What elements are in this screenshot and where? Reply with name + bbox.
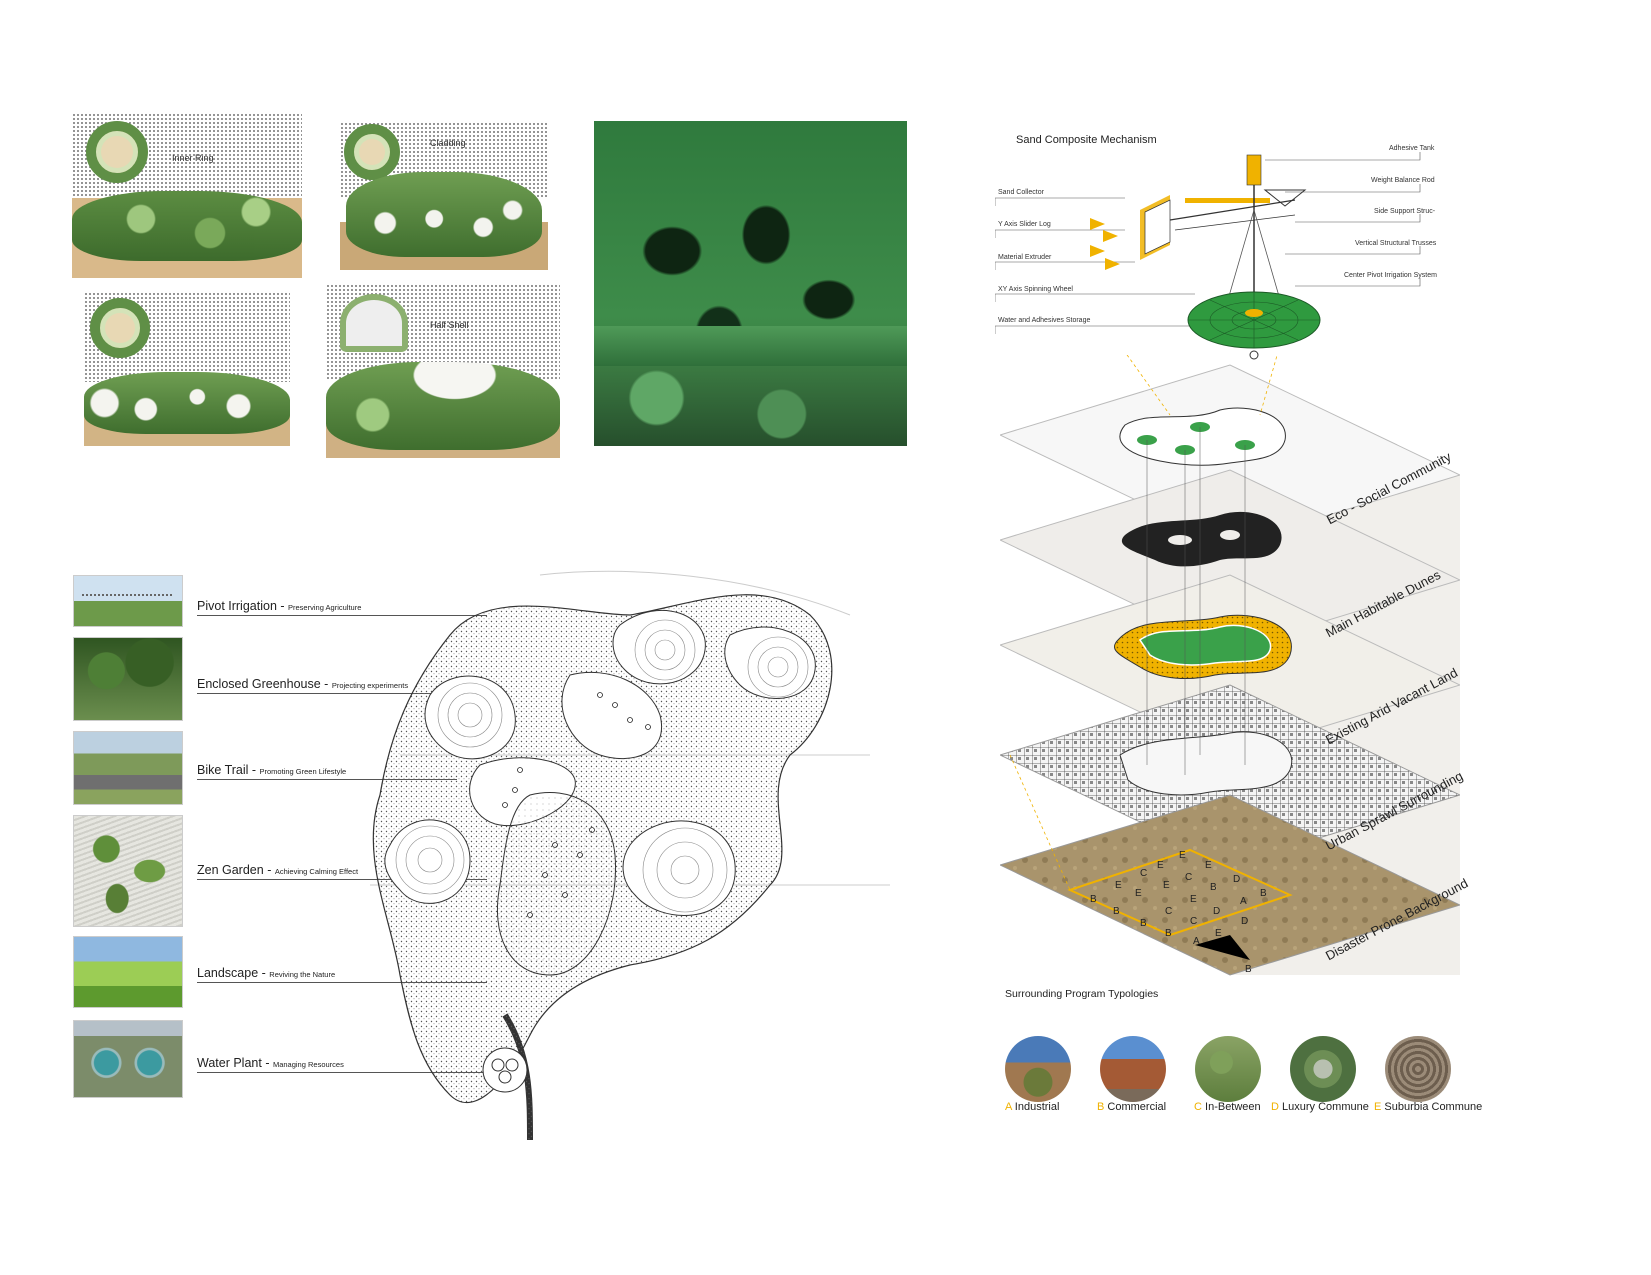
industrial-photo [1005, 1036, 1071, 1102]
model-label: Cladding [430, 138, 466, 148]
luxury-commune-photo [1290, 1036, 1356, 1102]
mechanism-diagram [995, 152, 1421, 360]
grid-letter: C [1185, 872, 1193, 883]
grid-letter: E [1205, 860, 1212, 871]
mech-label-left: XY Axis Spinning Wheel [998, 286, 1073, 293]
grid-letter: C [1140, 868, 1148, 879]
mech-label-right: Side Support Struc- [1374, 208, 1436, 215]
greenhouse-photo [73, 637, 183, 721]
pivot-irrigation-photo [73, 575, 183, 627]
grid-letter: B [1210, 882, 1217, 893]
typology-label: B Commercial [1097, 1101, 1167, 1113]
mech-label-left: Water and Adhesives Storage [998, 317, 1091, 324]
grid-letter: B [1260, 888, 1267, 899]
grid-letter: B [1165, 928, 1172, 939]
typology-label: C In-Between [1194, 1101, 1261, 1113]
legend-title: Enclosed Greenhouse [197, 677, 321, 691]
grid-letter: E [1157, 860, 1164, 871]
model-photo-cladding: Cladding [340, 122, 548, 270]
grid-letter: D [1241, 916, 1249, 927]
legend-subtitle: Achieving Calming Effect [274, 867, 359, 876]
shell-icon [340, 294, 408, 352]
legend-subtitle: Promoting Green Lifestyle [259, 767, 347, 776]
legend-title: Landscape [197, 966, 259, 980]
mech-label-left: Material Extruder [998, 254, 1052, 261]
ring-icon [90, 298, 150, 358]
grid-letter: A [1240, 896, 1247, 907]
grid-letter: C [1190, 916, 1198, 927]
legend-title: Water Plant [197, 1056, 262, 1070]
suburbia-commune-photo [1385, 1036, 1451, 1102]
typology-label: D Luxury Commune [1271, 1101, 1369, 1113]
legend-subtitle: Managing Resources [272, 1060, 344, 1069]
layer-stack-diagram [1000, 355, 1460, 976]
legend-title: Bike Trail [197, 763, 249, 777]
landscape-photo [73, 936, 183, 1008]
grid-letter: B [1090, 894, 1097, 905]
layer-plane-disaster-background [1000, 794, 1460, 976]
mech-label-right: Vertical Structural Trusses [1355, 240, 1437, 247]
mechanism-title: Sand Composite Mechanism [1016, 134, 1157, 146]
model-label: Inner Ring [172, 153, 214, 163]
grid-letter: A [1193, 936, 1200, 947]
ring-icon [344, 124, 400, 180]
mech-label-right: Adhesive Tank [1389, 145, 1435, 152]
mech-label-left: Y Axis Slider Log [998, 221, 1051, 228]
grid-letter: E [1135, 888, 1142, 899]
bike-trail-photo [73, 731, 183, 805]
model-photo-pillars [84, 292, 290, 446]
typologies-title: Surrounding Program Typologies [1005, 988, 1159, 1000]
grid-letter: C [1165, 906, 1173, 917]
typology-label: A Industrial [1005, 1101, 1060, 1113]
grid-letter: B [1245, 964, 1252, 975]
grid-letter: E [1190, 894, 1197, 905]
grid-letter: B [1140, 918, 1147, 929]
grid-letter: E [1163, 880, 1170, 891]
grid-letter: E [1179, 850, 1186, 861]
site-plan [370, 570, 890, 1141]
legend-title: Zen Garden [197, 863, 264, 877]
model-closeup-photo [594, 121, 907, 446]
water-plant-photo [73, 1020, 183, 1098]
grid-letter: E [1215, 928, 1222, 939]
zen-garden-photo [73, 815, 183, 927]
legend-subtitle: Projecting experiments [331, 681, 409, 690]
legend-title: Pivot Irrigation [197, 599, 277, 613]
grid-letter: D [1233, 874, 1241, 885]
legend-subtitle: Reviving the Nature [269, 970, 336, 979]
in-between-photo [1195, 1036, 1261, 1102]
grid-letter: E [1115, 880, 1122, 891]
typology-label: E Suburbia Commune [1374, 1101, 1483, 1113]
commercial-photo [1100, 1036, 1166, 1102]
mech-label-right: Weight Balance Rod [1371, 177, 1435, 184]
model-photo-half-shell: Half Shell [326, 284, 560, 458]
legend-subtitle: Preserving Agriculture [288, 603, 362, 612]
grid-letters: E E C E E C B D B E E E A B C D B B C E … [1085, 840, 1285, 975]
model-photo-inner-ring: Inner Ring [72, 113, 302, 278]
ring-icon [86, 121, 148, 183]
grid-letter: B [1113, 906, 1120, 917]
model-label: Half Shell [430, 320, 469, 330]
grid-letter: D [1213, 906, 1221, 917]
mech-label-right: Center Pivot Irrigation System [1344, 272, 1437, 279]
mech-label-left: Sand Collector [998, 189, 1044, 196]
